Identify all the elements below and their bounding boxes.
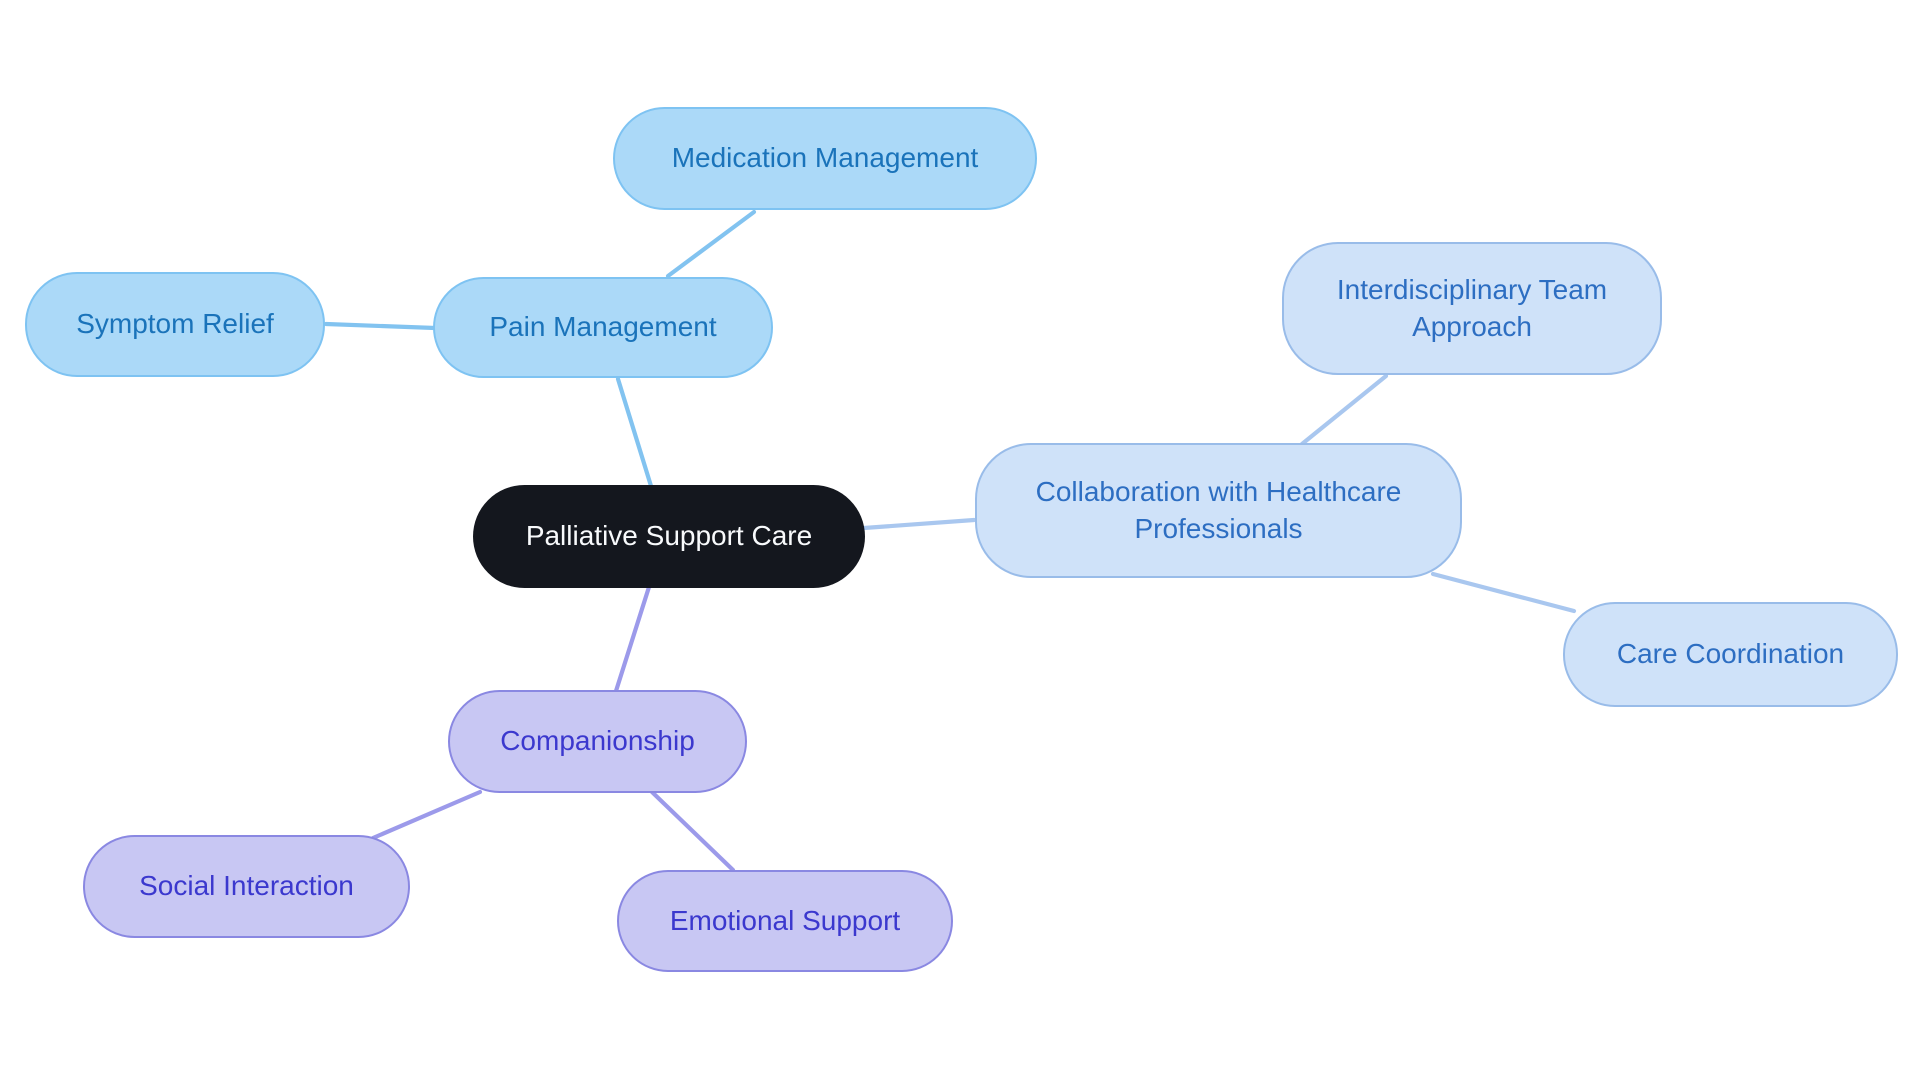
- edge-interdisciplinary-to-collaboration: [1299, 373, 1389, 447]
- node-label: Collaboration with Healthcare Profession…: [1035, 476, 1402, 544]
- node-care-coordination[interactable]: Care Coordination: [1563, 602, 1898, 707]
- node-label: Care Coordination: [1616, 638, 1845, 670]
- node-label: Palliative Support Care: [525, 520, 813, 552]
- node-label: Medication Management: [671, 142, 979, 174]
- node-palliative-support-care[interactable]: Palliative Support Care: [473, 485, 865, 588]
- node-label: Interdisciplinary Team Approach: [1336, 274, 1608, 342]
- node-collaboration-healthcare-professionals[interactable]: Collaboration with Healthcare Profession…: [975, 443, 1462, 578]
- edge-social-to-companionship: [370, 789, 483, 841]
- edge-medication-to-pain: [665, 209, 757, 279]
- edge-companionship-to-root: [613, 584, 652, 694]
- node-label: Companionship: [500, 725, 695, 757]
- edge-symptom-to-pain: [323, 321, 438, 331]
- node-companionship[interactable]: Companionship: [448, 690, 747, 793]
- node-label: Symptom Relief: [76, 308, 274, 340]
- node-label: Emotional Support: [669, 904, 901, 936]
- node-social-interaction[interactable]: Social Interaction: [83, 835, 410, 938]
- edge-care-coordination-to-collaboration: [1430, 571, 1577, 614]
- node-label: Pain Management: [489, 311, 717, 343]
- node-pain-management[interactable]: Pain Management: [433, 277, 773, 378]
- node-label: Social Interaction: [139, 870, 354, 902]
- node-emotional-support[interactable]: Emotional Support: [617, 870, 953, 972]
- edge-pain-to-root: [615, 376, 654, 489]
- edge-collaboration-to-root: [861, 517, 977, 531]
- node-interdisciplinary-team-approach[interactable]: Interdisciplinary Team Approach: [1282, 242, 1662, 375]
- node-medication-management[interactable]: Medication Management: [613, 107, 1037, 210]
- node-symptom-relief[interactable]: Symptom Relief: [25, 272, 325, 377]
- edge-emotional-to-companionship: [649, 789, 736, 873]
